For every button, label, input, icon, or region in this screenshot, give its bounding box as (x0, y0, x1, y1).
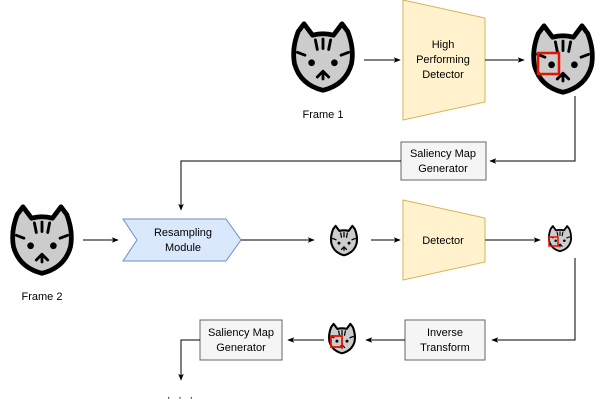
saliency-map-generator-bottom: Saliency Map Generator (199, 319, 283, 361)
arrow-result-to-saliency (489, 96, 576, 164)
arrow-saliency-down (178, 339, 200, 381)
resampling-line-2: Module (165, 242, 201, 254)
detector-label: Detector (422, 235, 464, 247)
small-result-cat-icon (547, 225, 573, 253)
high-performing-detector: High Performing Detector (402, 0, 486, 121)
high-detector-line-2: Performing (416, 54, 470, 66)
continuation-ellipsis: · · · (167, 390, 196, 403)
saliency-top-line-1: Saliency Map (410, 148, 476, 160)
frame-1-cat-icon (294, 24, 353, 91)
frame-1-label: Frame 1 (303, 109, 344, 121)
saliency-bottom-line-1: Saliency Map (208, 327, 274, 339)
small-highlight-box-icon (548, 236, 559, 247)
frame-2-cat-icon (13, 207, 72, 273)
frame-1-result-cat-icon (534, 26, 593, 93)
resampled-cat-icon (329, 224, 359, 257)
saliency-top-line-2: Generator (418, 163, 468, 175)
arrow-saliency-to-resampling (178, 160, 401, 211)
resampling-module: Resampling Module (122, 218, 242, 262)
inverse-transform: Inverse Transform (404, 319, 486, 361)
resampling-line-1: Resampling (154, 227, 212, 239)
inverse-line-1: Inverse (427, 327, 463, 339)
detector: Detector (402, 199, 486, 281)
high-detector-line-1: High (432, 39, 455, 51)
highlight-box-icon (536, 51, 561, 76)
high-detector-line-3: Detector (422, 69, 464, 81)
mapped-highlight-box-icon (330, 335, 343, 348)
arrow-small-result-to-inverse (491, 258, 576, 343)
saliency-bottom-line-2: Generator (216, 342, 266, 354)
inverse-line-2: Transform (420, 342, 470, 354)
frame-2-label: Frame 2 (22, 291, 63, 303)
saliency-map-generator-top: Saliency Map Generator (400, 141, 487, 181)
